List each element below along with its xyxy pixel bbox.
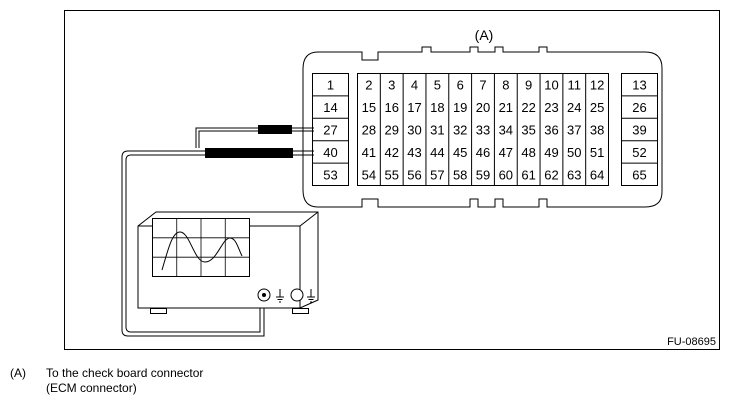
pin-number: 20 <box>476 100 490 115</box>
probe-lead-pin40 <box>121 150 314 337</box>
ground-icon <box>276 289 284 303</box>
pin-number: 52 <box>632 145 646 160</box>
legend-description: To the check board connector (ECM connec… <box>46 366 203 396</box>
pin-grid-lines <box>312 73 658 186</box>
oscilloscope-screen-grid <box>152 218 250 277</box>
probe-pin40 <box>205 148 293 158</box>
pin-number: 26 <box>632 100 646 115</box>
connector-housing <box>302 46 663 208</box>
input-jack-center <box>262 293 266 297</box>
pin-number: 39 <box>632 123 646 138</box>
pin-number: 18 <box>430 100 444 115</box>
pin-number: 48 <box>521 145 535 160</box>
pin-number: 14 <box>323 100 337 115</box>
pin-number: 4 <box>411 78 418 93</box>
pin-number: 30 <box>407 123 421 138</box>
pin-number: 24 <box>567 100 581 115</box>
pin-number: 44 <box>430 145 444 160</box>
pin-number: 22 <box>521 100 535 115</box>
pin-number: 60 <box>499 167 513 182</box>
connector-label: (A) <box>475 27 494 43</box>
ground-icon <box>307 289 315 303</box>
pin-block-center <box>357 73 609 186</box>
pin-number: 21 <box>499 100 513 115</box>
pin-number: 42 <box>384 145 398 160</box>
pin-number: 65 <box>632 167 646 182</box>
pin-block-right <box>621 73 658 186</box>
figure-frame <box>64 10 720 350</box>
oscilloscope-foot-right <box>292 308 309 314</box>
pin-number: 28 <box>362 123 376 138</box>
pin-number: 49 <box>544 145 558 160</box>
probe-lead-pin27-inner <box>198 130 314 148</box>
pin-number: 34 <box>499 123 513 138</box>
pin-number: 50 <box>567 145 581 160</box>
pin-number: 63 <box>567 167 581 182</box>
pin-number: 3 <box>388 78 395 93</box>
pin-number: 59 <box>476 167 490 182</box>
pin-number: 5 <box>434 78 441 93</box>
pin-number: 8 <box>502 78 509 93</box>
pin-number: 62 <box>544 167 558 182</box>
pin-number: 9 <box>525 78 532 93</box>
pin-number: 13 <box>632 78 646 93</box>
ground-jack-icon <box>290 288 304 302</box>
pin-number: 2 <box>365 78 372 93</box>
pin-number: 16 <box>384 100 398 115</box>
pin-number: 40 <box>323 145 337 160</box>
figure-id: FU-08695 <box>667 336 716 348</box>
legend-key: (A) <box>10 366 26 380</box>
legend-line-1: To the check board connector <box>46 366 204 380</box>
pin-number: 19 <box>453 100 467 115</box>
probe-lead-pin40-inner <box>125 154 314 333</box>
pin-number: 15 <box>362 100 376 115</box>
pin-number: 61 <box>521 167 535 182</box>
pin-number: 29 <box>384 123 398 138</box>
pin-number: 23 <box>544 100 558 115</box>
pin-number: 64 <box>590 167 604 182</box>
pin-number: 7 <box>479 78 486 93</box>
pin-number: 27 <box>323 123 337 138</box>
probe-pin27 <box>258 125 292 134</box>
pin-number: 57 <box>430 167 444 182</box>
pin-number: 38 <box>590 123 604 138</box>
oscilloscope-foot-left <box>150 308 167 314</box>
pin-number: 25 <box>590 100 604 115</box>
pin-number: 33 <box>476 123 490 138</box>
pin-number: 51 <box>590 145 604 160</box>
pin-number: 41 <box>362 145 376 160</box>
pin-number: 6 <box>457 78 464 93</box>
pin-number: 36 <box>544 123 558 138</box>
pin-block-left <box>312 73 349 186</box>
legend-line-2: (ECM connector) <box>46 381 137 395</box>
pin-number: 53 <box>323 167 337 182</box>
pin-number: 37 <box>567 123 581 138</box>
pin-number: 55 <box>384 167 398 182</box>
pin-number: 11 <box>568 78 582 93</box>
pin-number: 58 <box>453 167 467 182</box>
pin-number: 43 <box>407 145 421 160</box>
pin-number: 1 <box>327 78 334 93</box>
pin-number: 10 <box>544 78 558 93</box>
pin-number: 56 <box>407 167 421 182</box>
waveform-trace <box>161 231 243 271</box>
pin-number: 35 <box>521 123 535 138</box>
pin-number: 46 <box>476 145 490 160</box>
pin-number: 17 <box>407 100 421 115</box>
pin-number: 12 <box>590 78 604 93</box>
pin-number: 47 <box>499 145 513 160</box>
pin-number: 54 <box>362 167 376 182</box>
pin-number: 45 <box>453 145 467 160</box>
pin-number: 32 <box>453 123 467 138</box>
pin-number: 31 <box>430 123 444 138</box>
